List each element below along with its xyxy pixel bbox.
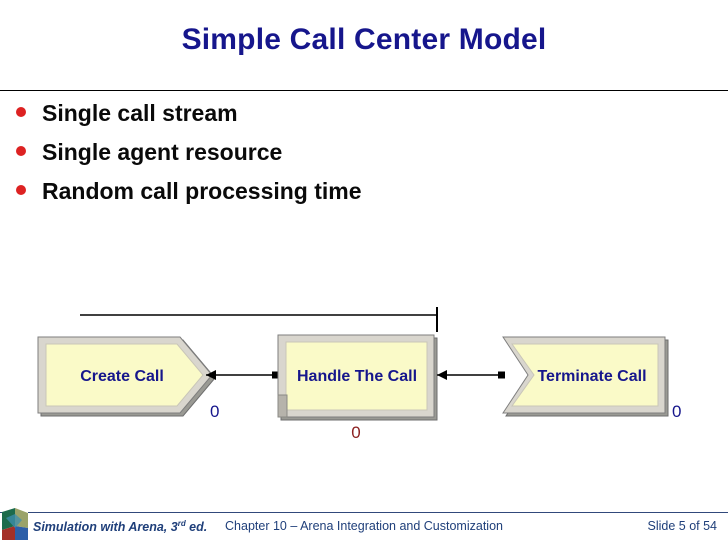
list-item: Single call stream: [0, 99, 560, 138]
bullet-text: Single agent resource: [42, 139, 283, 165]
connector-create-to-process[interactable]: [206, 370, 279, 380]
arena-model-diagram: Create Call 0 Handle The Call 0 Terminat…: [0, 290, 728, 465]
bullet-dot-icon: [16, 146, 26, 156]
module-terminate-call-counter: 0: [672, 402, 681, 421]
book-logo-icon: [2, 508, 28, 540]
animation-plot-axis: [80, 307, 438, 332]
page-title: Simple Call Center Model: [181, 23, 547, 56]
title-divider: [0, 90, 728, 91]
connector-process-to-dispose[interactable]: [437, 370, 505, 380]
footer-book-title-tail: ed.: [185, 520, 208, 535]
module-terminate-call-label: Terminate Call: [537, 368, 646, 385]
module-handle-the-call[interactable]: Handle The Call: [277, 334, 438, 421]
bullet-text: Random call processing time: [42, 178, 362, 204]
list-item: Random call processing time: [0, 177, 560, 216]
footer-book-title-text: Simulation with Arena, 3: [33, 520, 178, 535]
bullet-list: Single call stream Single agent resource…: [0, 99, 560, 216]
footer: Simulation with Arena, 3rd ed. Chapter 1…: [0, 508, 728, 546]
module-create-call[interactable]: Create Call: [37, 336, 216, 417]
list-item: Single agent resource: [0, 138, 560, 177]
footer-slide-number: Slide 5 of 54: [647, 519, 718, 533]
bullet-dot-icon: [16, 107, 26, 117]
footer-chapter: Chapter 10 – Arena Integration and Custo…: [225, 519, 503, 533]
module-handle-the-call-counter: 0: [351, 423, 360, 442]
footer-book-ordinal-suffix: rd: [177, 519, 186, 528]
bullet-text: Single call stream: [42, 100, 238, 126]
module-create-call-counter: 0: [210, 402, 219, 421]
module-handle-the-call-label: Handle The Call: [297, 368, 417, 385]
bullet-dot-icon: [16, 185, 26, 195]
module-create-call-label: Create Call: [80, 368, 164, 385]
footer-divider: [0, 512, 728, 513]
module-terminate-call[interactable]: Terminate Call: [502, 336, 669, 417]
footer-book-title: Simulation with Arena, 3rd ed.: [33, 519, 207, 534]
